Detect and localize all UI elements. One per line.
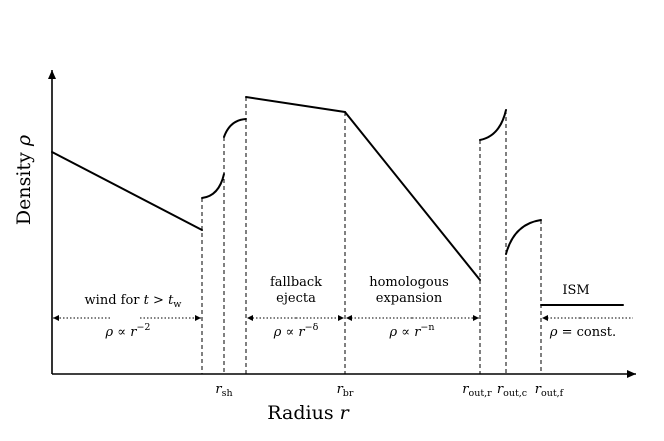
fallback-region-law: ρ ∝ r−δ (273, 322, 319, 340)
boundary-lines (201, 97, 542, 374)
wind-region-title: wind for t > tw (85, 293, 182, 310)
wind-segment (51, 151, 203, 231)
fallback-region-title-line1: fallback (270, 275, 322, 290)
x-axis-title: Radius r (267, 402, 350, 424)
ism-region-title: ISM (562, 283, 589, 298)
forward-shock-segment (505, 219, 542, 255)
fallback-region-title-line2: ejecta (276, 291, 316, 306)
shocked-wind-segment (201, 173, 225, 199)
label-rsh: rsh (215, 382, 232, 399)
homologous-region-title-line2: expansion (376, 291, 443, 306)
label-rout-r: rout,r (462, 382, 492, 399)
y-axis-title: Density ρ (13, 134, 35, 225)
fallback-segment (245, 96, 346, 113)
shocked-ejecta-segment (223, 118, 247, 138)
label-rbr: rbr (337, 382, 354, 399)
homologous-region-law: ρ ∝ r−n (388, 322, 434, 340)
label-rout-c: rout,c (497, 382, 527, 399)
ism-region-law: ρ = const. (549, 325, 616, 340)
density-profile (51, 96, 624, 306)
label-rout-f: rout,f (535, 382, 565, 399)
reverse-shock-segment (479, 109, 507, 141)
homologous-region-title-line1: homologous (369, 275, 449, 290)
homologous-segment (344, 111, 481, 281)
wind-region-law: ρ ∝ r−2 (105, 322, 151, 340)
